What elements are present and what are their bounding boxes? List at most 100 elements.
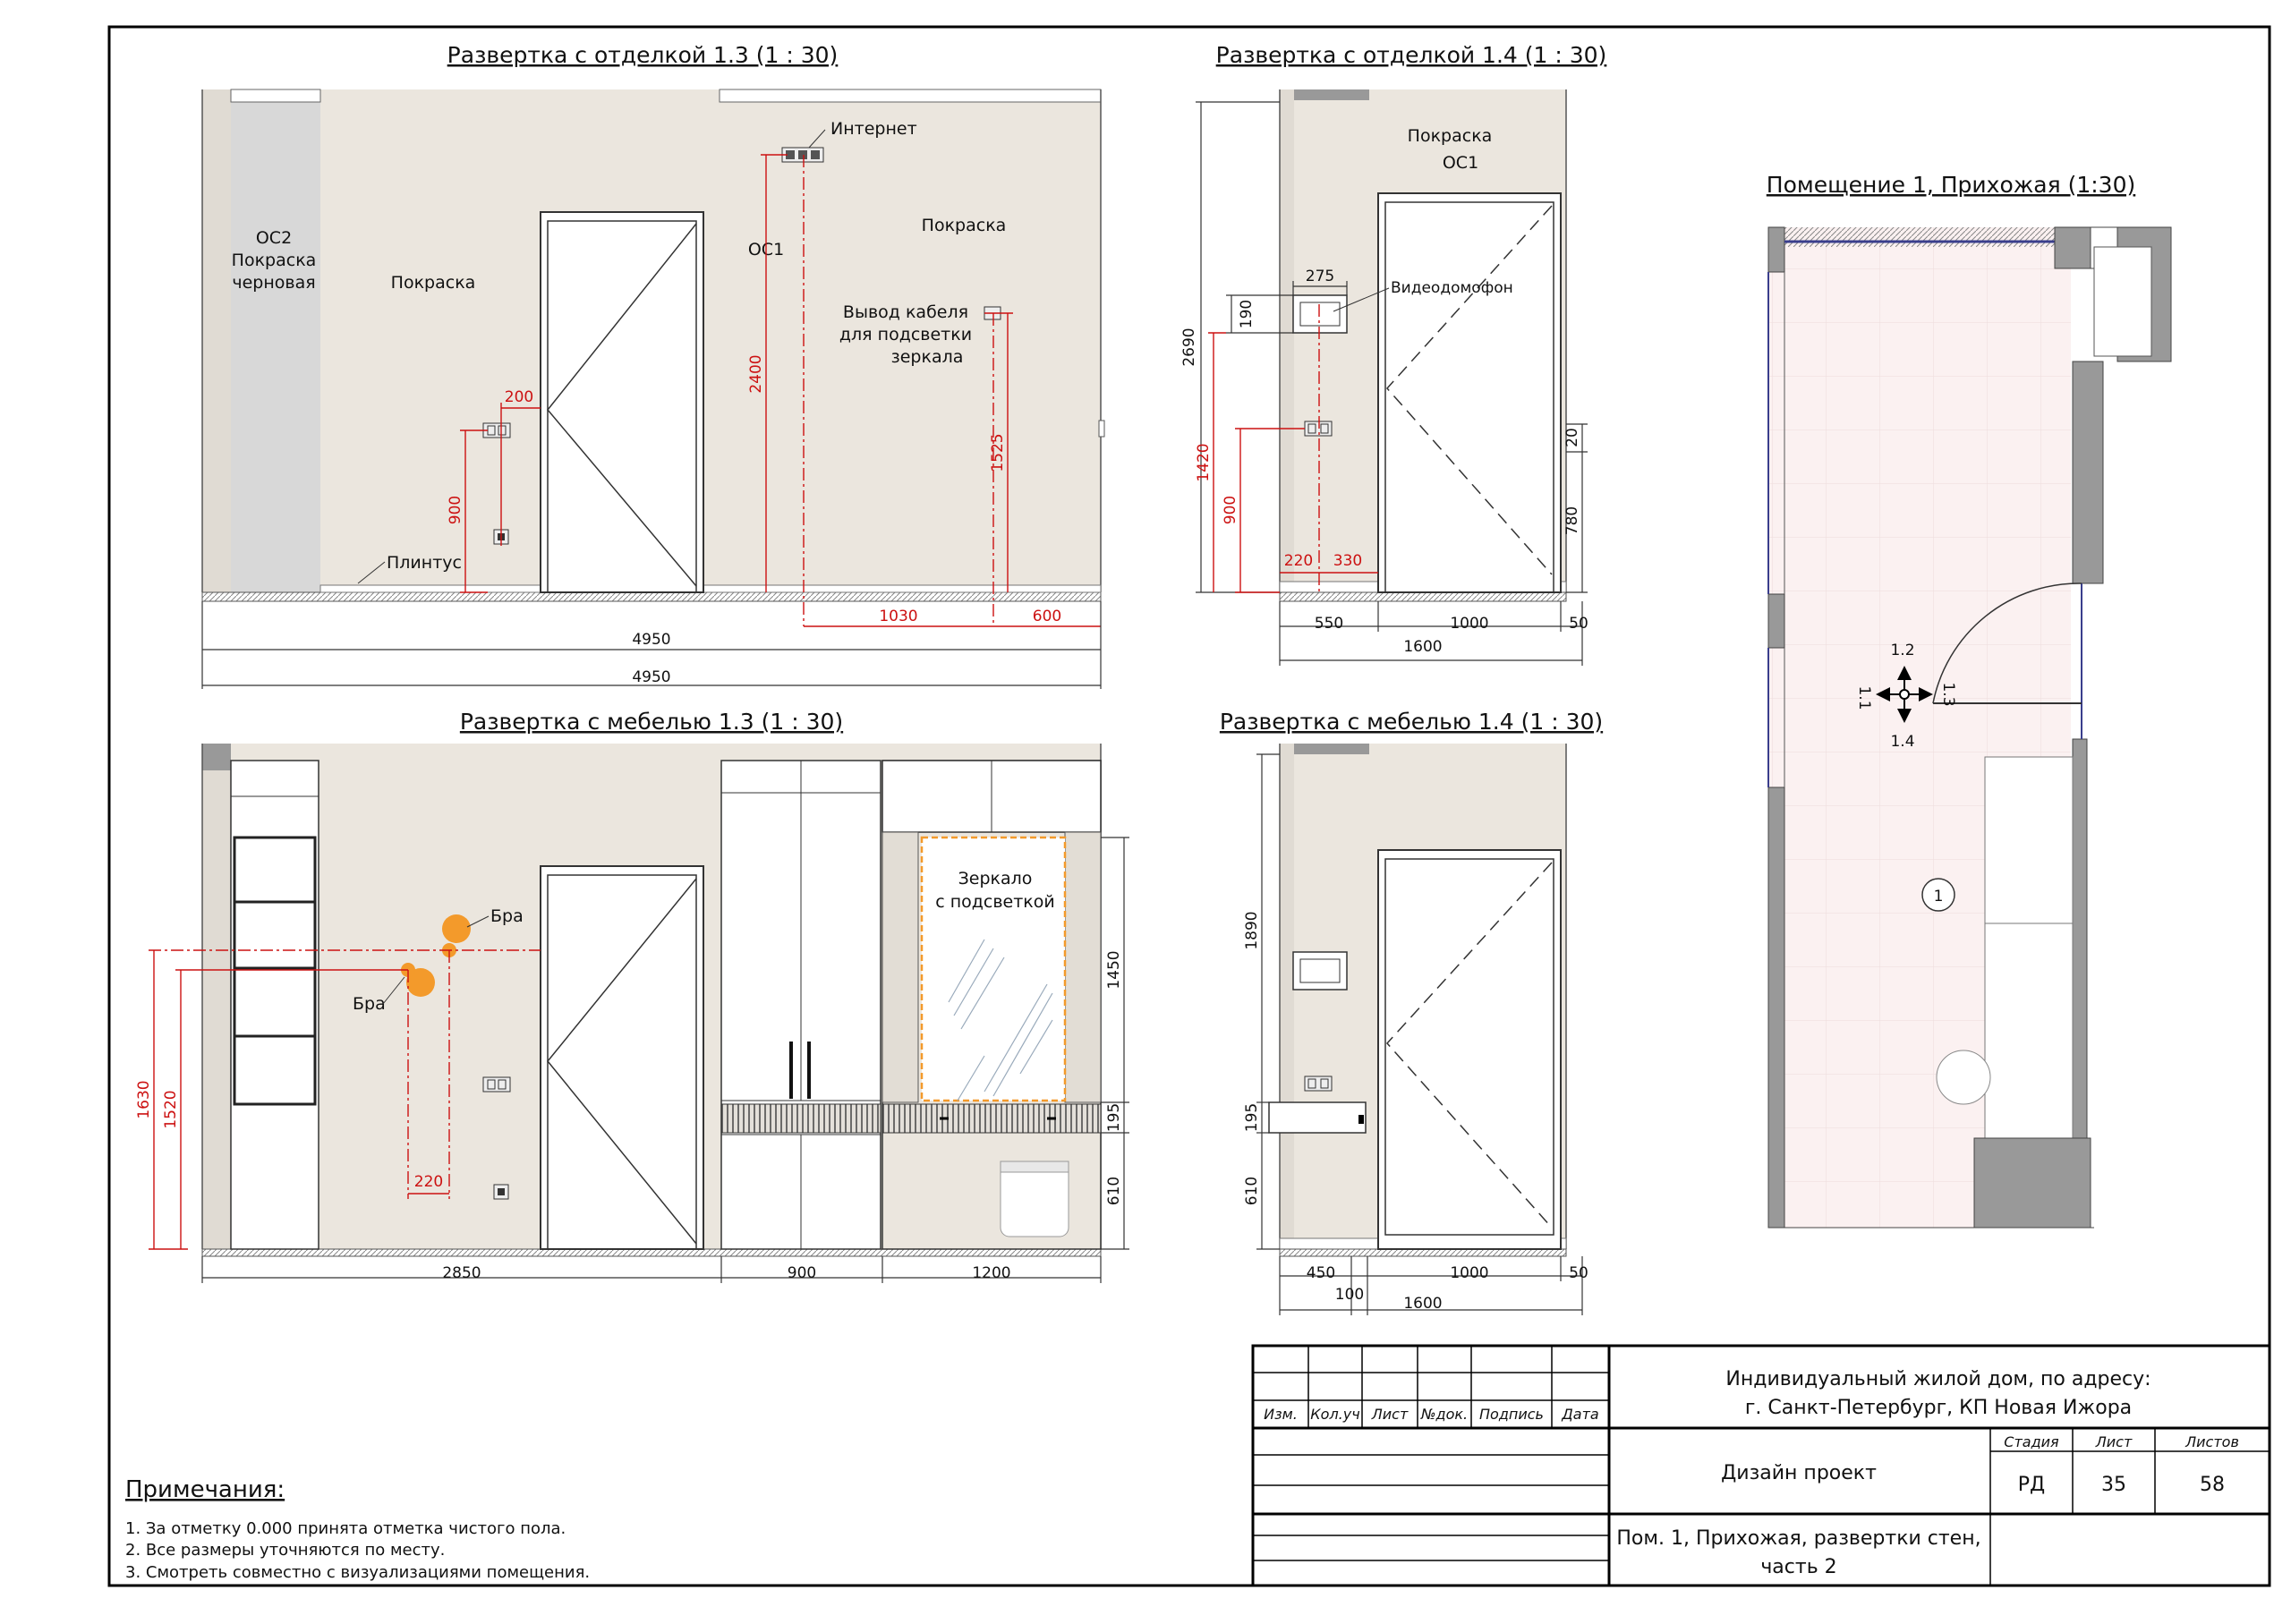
notes-heading: Примечания: <box>125 1476 285 1503</box>
mirror <box>920 836 1067 1102</box>
svg-text:Лист: Лист <box>1371 1406 1409 1423</box>
svg-text:200: 200 <box>505 388 533 406</box>
svg-text:для подсветки: для подсветки <box>839 325 972 344</box>
svg-text:900: 900 <box>1222 496 1239 524</box>
sheet-frame <box>107 25 2271 1587</box>
sheet-number: 35 <box>2101 1474 2126 1496</box>
svg-text:Дата: Дата <box>1561 1406 1598 1423</box>
elevation-furniture-13: Бра Бра Зеркало с подсветкой 1630 1520 2… <box>135 744 1129 1283</box>
svg-text:2400: 2400 <box>747 354 765 393</box>
svg-text:черновая: черновая <box>232 273 315 293</box>
svg-text:220: 220 <box>1284 552 1313 570</box>
svg-text:Покраска: Покраска <box>922 216 1007 235</box>
note-item: 2. Все размеры уточняются по месту. <box>125 1541 445 1560</box>
pouf <box>1000 1161 1069 1237</box>
wardrobe-plan <box>1984 756 2074 924</box>
drawing-title: Пом. 1, Прихожая, развертки стен, <box>1616 1527 1980 1550</box>
svg-text:900: 900 <box>447 496 464 524</box>
svg-text:2690: 2690 <box>1180 327 1198 366</box>
svg-text:1.3: 1.3 <box>1939 682 1957 706</box>
svg-text:275: 275 <box>1306 268 1334 285</box>
svg-text:190: 190 <box>1238 300 1256 328</box>
svg-text:Кол.уч: Кол.уч <box>1310 1406 1359 1423</box>
socket-icon <box>482 1076 511 1093</box>
project-name: Индивидуальный жилой дом, по адресу: <box>1725 1368 2150 1390</box>
svg-text:Интернет: Интернет <box>830 119 917 139</box>
svg-text:1.2: 1.2 <box>1890 642 1914 659</box>
svg-text:с подсветкой: с подсветкой <box>935 892 1055 912</box>
svg-text:450: 450 <box>1307 1264 1335 1282</box>
stage-value: РД <box>2018 1474 2045 1496</box>
svg-text:Лист: Лист <box>2095 1433 2133 1450</box>
svg-text:1: 1 <box>1934 888 1944 906</box>
plinth <box>319 584 541 593</box>
svg-text:2850: 2850 <box>442 1264 481 1282</box>
svg-text:195: 195 <box>1105 1103 1123 1132</box>
svg-text:50: 50 <box>1569 615 1588 633</box>
svg-text:4950: 4950 <box>632 668 670 686</box>
note-item: 3. Смотреть совместно с визуализациями п… <box>125 1563 590 1582</box>
svg-text:1600: 1600 <box>1403 638 1442 656</box>
drawing-title-2: часть 2 <box>1760 1556 1836 1578</box>
svg-text:Покраска: Покраска <box>1408 126 1493 146</box>
sheets-total: 58 <box>2200 1474 2225 1496</box>
svg-text:20: 20 <box>1563 428 1581 447</box>
door <box>540 865 704 1250</box>
socket-icon <box>1304 1076 1333 1092</box>
svg-text:780: 780 <box>1563 506 1581 535</box>
videophone-icon <box>1292 294 1348 334</box>
svg-text:Стадия: Стадия <box>2004 1433 2059 1450</box>
svg-text:ОС1: ОС1 <box>1443 153 1478 173</box>
hall-unit-plan <box>1984 923 2074 1139</box>
door-swing <box>1932 582 2082 704</box>
view-marker <box>1876 666 1933 723</box>
svg-text:Вывод кабеля: Вывод кабеля <box>843 302 968 322</box>
svg-text:Бра: Бра <box>490 906 524 926</box>
svg-text:100: 100 <box>1335 1286 1364 1304</box>
svg-text:220: 220 <box>414 1173 443 1191</box>
dimensions-red <box>460 154 1101 627</box>
svg-text:1200: 1200 <box>972 1264 1010 1282</box>
svg-text:Изм.: Изм. <box>1264 1406 1298 1423</box>
videophone-icon <box>1292 951 1348 991</box>
svg-text:Покраска: Покраска <box>391 273 476 293</box>
title-furn-13: Развертка с мебелью 1.3 (1 : 30) <box>460 709 843 735</box>
svg-text:1.4: 1.4 <box>1890 733 1914 751</box>
svg-text:№док.: №док. <box>1420 1406 1468 1423</box>
title-plan: Помещение 1, Прихожая (1:30) <box>1767 172 2135 198</box>
svg-text:1520: 1520 <box>162 1090 180 1128</box>
svg-text:Видеодомофон: Видеодомофон <box>1391 279 1513 297</box>
ribbed-drawer <box>881 1103 1102 1134</box>
svg-text:1000: 1000 <box>1450 615 1488 633</box>
svg-text:600: 600 <box>1033 608 1061 625</box>
svg-text:1420: 1420 <box>1195 443 1213 481</box>
svg-text:Подпись: Подпись <box>1479 1406 1544 1423</box>
svg-text:Листов: Листов <box>2185 1433 2239 1450</box>
elevation-furniture-14: 1890 195 610 450 1000 50 100 1600 <box>1243 744 1588 1315</box>
notes: Примечания: 1. За отметку 0.000 принята … <box>125 1476 590 1582</box>
console-shelf <box>1268 1101 1367 1134</box>
title-block: Изм. Кол.уч Лист №док. Подпись Дата Инди… <box>1251 1344 2271 1587</box>
elevation-finish-13: ОС2 Покраска черновая Покраска Покраска … <box>201 89 1105 689</box>
svg-text:50: 50 <box>1569 1264 1588 1282</box>
svg-text:1000: 1000 <box>1450 1264 1488 1282</box>
svg-text:195: 195 <box>1243 1103 1261 1132</box>
svg-text:610: 610 <box>1105 1177 1123 1205</box>
title-furn-14: Развертка с мебелью 1.4 (1 : 30) <box>1220 709 1603 735</box>
door <box>540 211 704 593</box>
svg-text:330: 330 <box>1333 552 1362 570</box>
project-address: г. Санкт-Петербург, КП Новая Ижора <box>1745 1397 2132 1419</box>
svg-text:1030: 1030 <box>879 608 917 625</box>
svg-text:Бра: Бра <box>353 994 386 1014</box>
door <box>1377 849 1562 1250</box>
wall-oc2 <box>231 102 320 592</box>
title-finish-14: Развертка с отделкой 1.4 (1 : 30) <box>1216 42 1607 68</box>
note-item: 1. За отметку 0.000 принята отметка чист… <box>125 1519 566 1538</box>
svg-text:Покраска: Покраска <box>232 251 317 270</box>
sconce-icon <box>442 914 471 943</box>
svg-text:ОС2: ОС2 <box>256 228 292 248</box>
svg-text:1630: 1630 <box>135 1080 153 1118</box>
svg-text:Плинтус: Плинтус <box>387 553 462 573</box>
